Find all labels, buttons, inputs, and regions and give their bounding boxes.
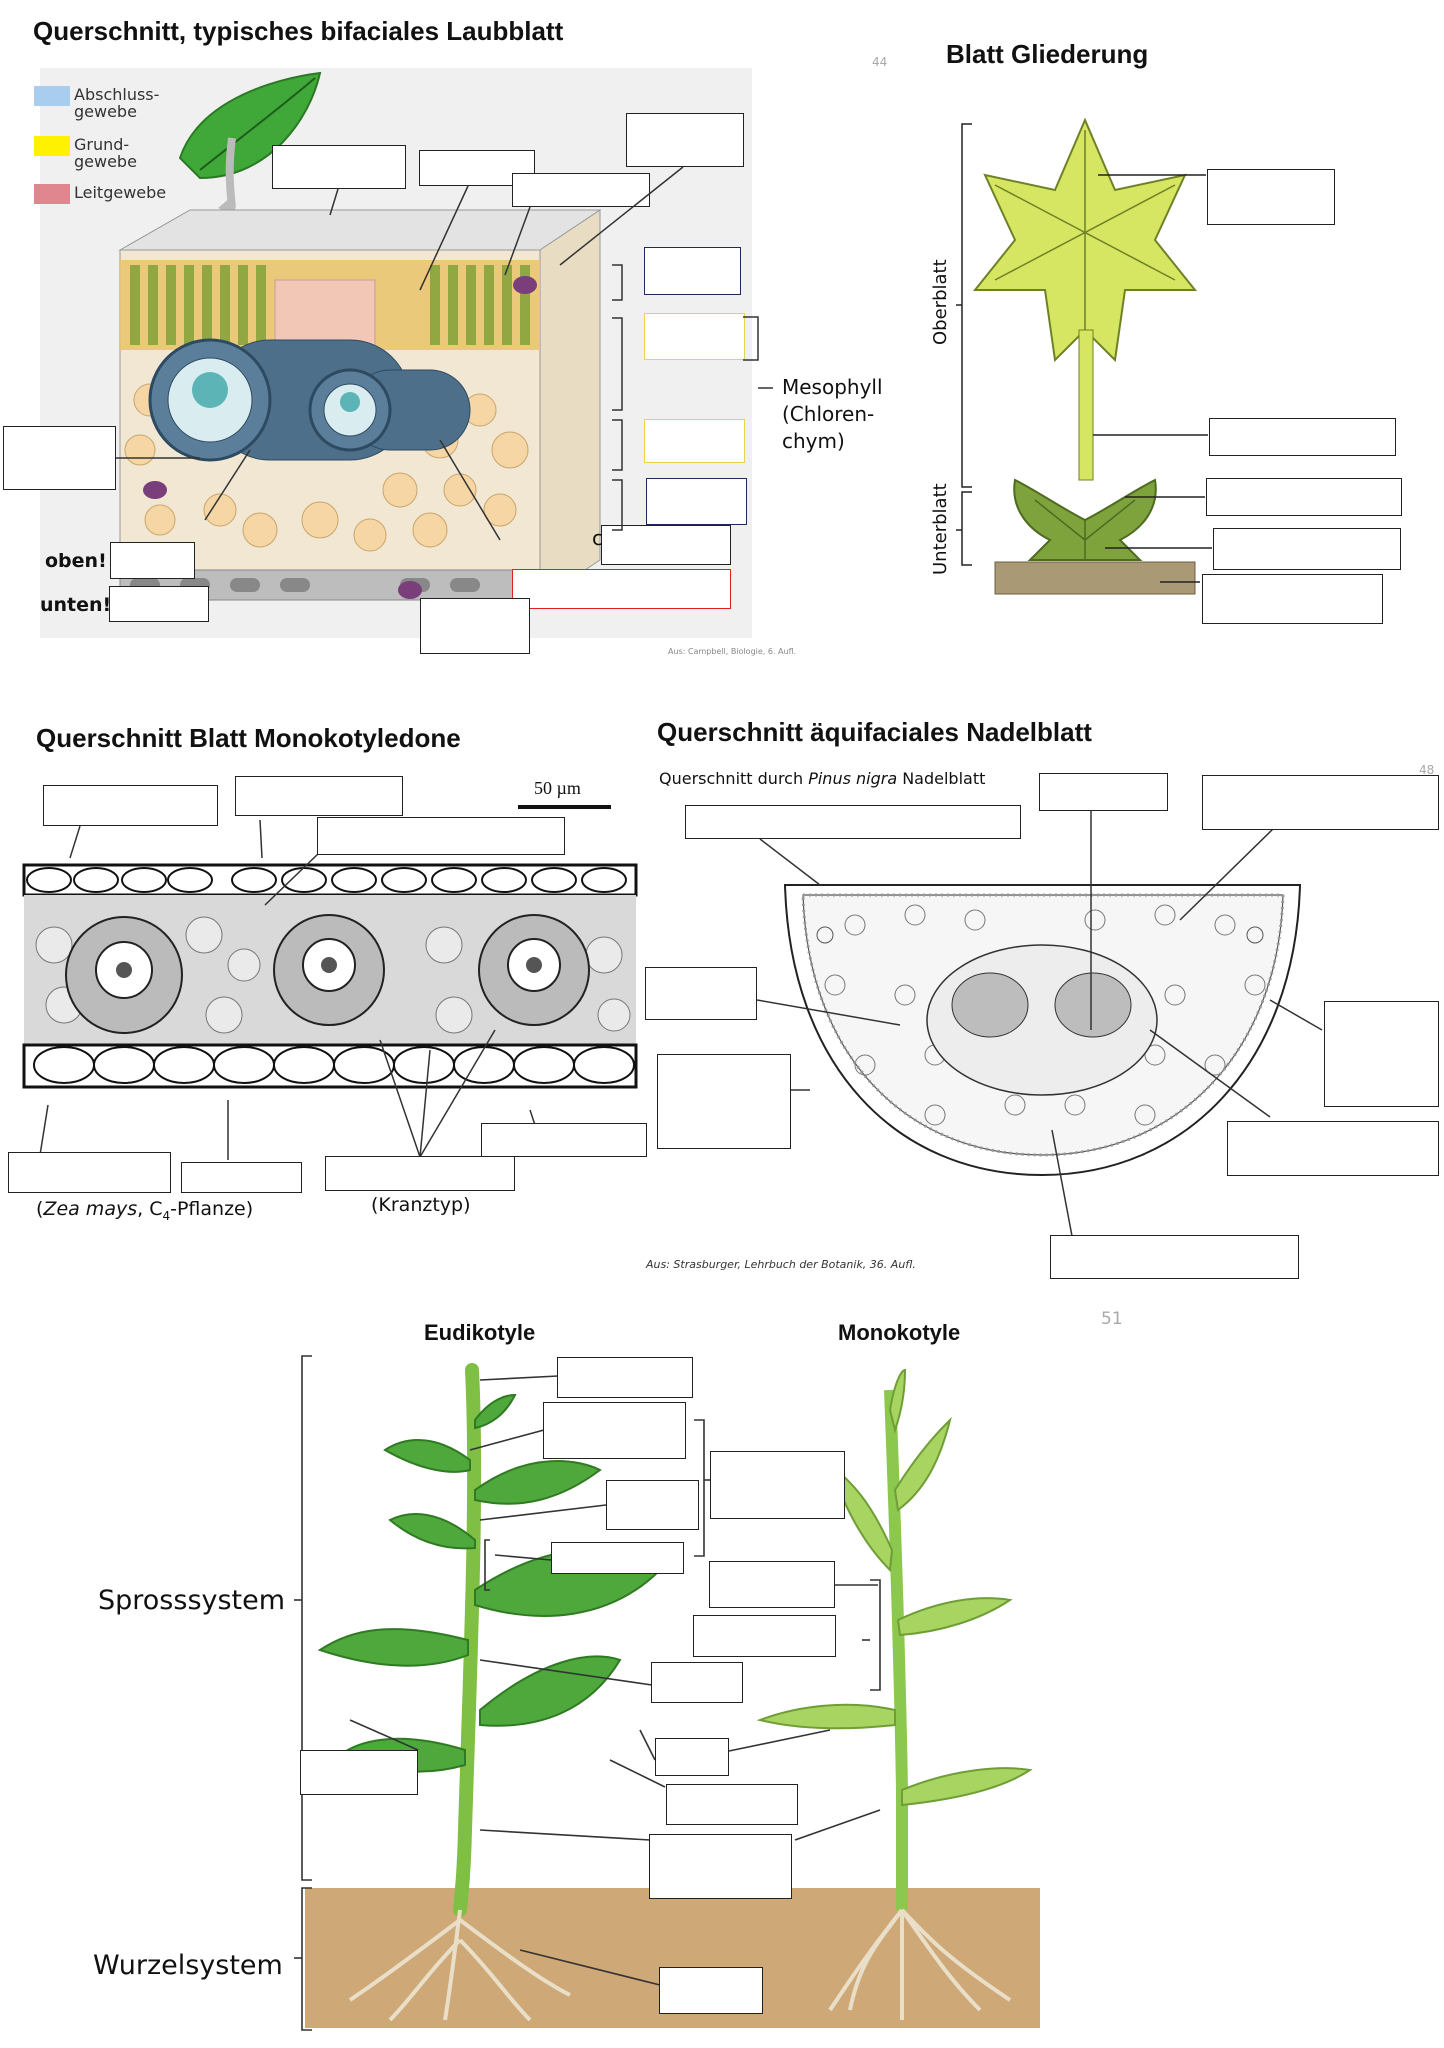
panel3-leader-lines [39,819,536,1160]
label-box[interactable] [109,586,209,622]
label-box[interactable] [512,569,731,609]
zea-mays-caption: (Zea mays, C4-Pflanze) [36,1198,254,1223]
label-box[interactable] [3,426,116,490]
leaf-gliederung-diagram [972,117,1198,595]
panel4-source: Aus: Strasburger, Lehrbuch der Botanik, … [646,1258,916,1271]
label-box[interactable] [181,1162,302,1193]
label-box[interactable] [644,313,745,360]
panel1-title: Querschnitt, typisches bifaciales Laubbl… [33,16,564,46]
label-box[interactable] [325,1156,515,1191]
label-box[interactable] [8,1152,171,1193]
label-box[interactable] [710,1451,845,1519]
label-box[interactable] [644,419,745,463]
panel1-leader-lines [116,166,773,541]
panel5-page-number: 51 [1101,1309,1123,1329]
label-box[interactable] [646,478,747,525]
scale-label: 50 µm [534,778,581,798]
label-box[interactable] [317,817,565,855]
panel1-source-fragment: Aus: Campbell, Biologie, 6. Aufl. [668,647,797,656]
eudikotyle-label: Eudikotyle [424,1320,536,1345]
label-box[interactable] [693,1615,836,1657]
label-box[interactable] [1209,418,1396,456]
pine-needle-cross-section [783,884,1302,1177]
label-box[interactable] [1202,574,1383,624]
label-box[interactable] [655,1738,729,1776]
label-box[interactable] [551,1542,684,1574]
label-box[interactable] [1202,775,1439,830]
label-box[interactable] [606,1480,699,1530]
wurzelsystem-label: Wurzelsystem [93,1950,283,1981]
monocot-cross-section [22,863,638,1089]
panel3-title: Querschnitt Blatt Monokotyledone [36,723,461,753]
unten-label: unten! [40,594,112,616]
label-box[interactable] [272,145,406,189]
panel4-title: Querschnitt äquifaciales Nadelblatt [657,717,1092,747]
label-box[interactable] [557,1357,693,1398]
label-box[interactable] [685,805,1021,839]
label-box[interactable] [644,247,741,295]
legend-item-abschlussgewebe: Abschluss- gewebe [34,86,159,126]
label-box[interactable] [300,1750,418,1795]
label-box[interactable] [626,113,744,167]
label-box[interactable] [420,598,530,654]
panel4-page-number: 48 [1419,763,1435,777]
mesophyll-label: Mesophyll (Chloren- chym) [782,375,883,453]
label-box[interactable] [235,776,403,816]
panel4-subtitle: Querschnitt durch Pinus nigra Nadelblatt [659,769,986,788]
label-fragment-c: c [592,526,603,550]
panel2-leader-lines [956,123,1212,583]
legend-swatch-blue [34,86,70,106]
label-box[interactable] [709,1561,835,1608]
legend-swatch-red [34,184,70,204]
label-box[interactable] [512,173,650,207]
scale-bar [518,805,611,809]
label-box[interactable] [657,1054,791,1149]
label-box[interactable] [1324,1001,1439,1107]
label-box[interactable] [1039,773,1168,811]
label-box[interactable] [601,525,731,565]
label-box[interactable] [43,785,218,826]
oben-label: oben! [45,550,107,572]
label-box[interactable] [543,1402,686,1459]
label-box[interactable] [1207,169,1335,225]
legend-item-grundgewebe: Grund- gewebe [34,136,137,184]
monokotyle-label: Monokotyle [838,1320,961,1345]
panel2-title: Blatt Gliederung [946,39,1149,69]
label-box[interactable] [110,542,195,579]
label-box[interactable] [481,1123,647,1157]
label-box[interactable] [645,967,757,1020]
legend-item-leitgewebe: Leitgewebe [34,184,166,208]
label-box[interactable] [659,1967,763,2014]
leaf-3d-block [118,209,602,601]
panel1-page-number: 44 [872,55,888,69]
label-box[interactable] [1050,1235,1299,1279]
label-box[interactable] [1213,528,1401,570]
label-box[interactable] [1206,478,1402,516]
label-box[interactable] [649,1834,792,1899]
label-box[interactable] [651,1662,743,1703]
sprosssystem-label: Sprosssystem [98,1585,286,1616]
panel4-leader-lines [756,811,1323,1237]
legend: Abschluss- gewebe Grund- gewebe Leitgewe… [34,86,166,208]
kranztyp-caption: (Kranztyp) [371,1194,471,1216]
legend-swatch-yellow [34,136,70,156]
label-box[interactable] [1227,1121,1439,1176]
label-box[interactable] [666,1784,798,1825]
